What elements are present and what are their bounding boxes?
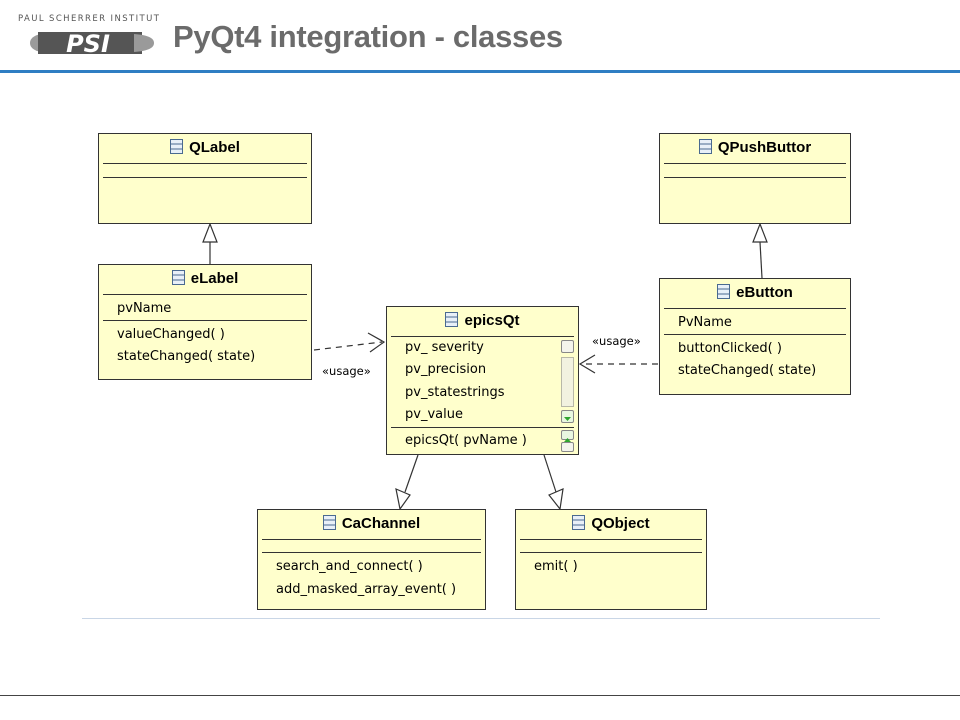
attribute-pv-value: pv_value: [405, 407, 463, 422]
compartment-divider: [664, 163, 846, 164]
class-icon: [572, 515, 586, 530]
class-icon: [717, 284, 731, 299]
operation-statechanged: stateChanged( state): [678, 363, 817, 378]
header-divider: [0, 70, 960, 73]
class-name: QObject: [591, 515, 650, 532]
class-name: eButton: [736, 284, 793, 301]
generalization-arrowhead: [202, 222, 218, 243]
class-name: QLabel: [189, 139, 240, 156]
scroll-up-icon[interactable]: [561, 430, 574, 442]
class-icon: [322, 515, 336, 530]
usage-arrowhead: [367, 332, 386, 353]
attribute-pv-severity: pv_ severity: [405, 340, 484, 355]
class-cachannel[interactable]: CaChannel search_and_connect( ) add_mask…: [257, 509, 486, 610]
operation-statechanged: stateChanged( state): [117, 349, 256, 364]
class-cachannel-header: CaChannel: [258, 510, 485, 538]
class-icon: [445, 312, 459, 327]
class-qlabel[interactable]: QLabel: [98, 133, 312, 224]
class-name: QPushButtor: [717, 139, 812, 156]
operation-search-and-connect: search_and_connect( ): [276, 559, 423, 574]
class-name: eLabel: [190, 270, 239, 287]
compartment-divider: [262, 539, 481, 540]
attribute-pvname: PvName: [678, 315, 732, 330]
chevron-up-icon: [564, 438, 571, 442]
operation-add-masked-array-event: add_masked_array_event( ): [276, 582, 457, 597]
compartment-divider: [103, 177, 307, 178]
usage-elabel-epicsqt: [313, 341, 383, 351]
class-elabel-header: eLabel: [99, 265, 311, 293]
class-epicsqt[interactable]: epicsQt pv_ severity pv_precision pv_sta…: [386, 306, 579, 455]
compartment-divider: [103, 320, 307, 321]
compartment-divider: [664, 334, 846, 335]
class-qpushbutton[interactable]: QPushButtor: [659, 133, 851, 224]
logo-caption: PAUL SCHERRER INSTITUT: [18, 14, 161, 24]
class-qlabel-header: QLabel: [99, 134, 311, 162]
class-ebutton[interactable]: eButton PvName buttonClicked( ) stateCha…: [659, 278, 851, 395]
scroll-up-icon[interactable]: [561, 340, 574, 353]
usage-label-left: «usage»: [322, 364, 371, 378]
generalization-arrowhead: [548, 488, 564, 511]
class-qpushbutton-header: QPushButtor: [660, 134, 850, 162]
psi-logo: PAUL SCHERRER INSTITUT PSI: [18, 14, 161, 60]
footer-divider: [0, 695, 960, 696]
logo-mark-text: PSI: [66, 30, 110, 58]
class-epicsqt-header: epicsQt: [387, 307, 578, 335]
page-title: PyQt4 integration - classes: [173, 19, 563, 54]
attribute-pv-precision: pv_precision: [405, 362, 487, 377]
class-icon: [170, 139, 184, 154]
attribute-pv-statestrings: pv_statestrings: [405, 385, 505, 400]
operation-valuechanged: valueChanged( ): [117, 327, 225, 342]
attribute-pvname: pvName: [117, 301, 172, 316]
scroll-down-icon[interactable]: [561, 442, 574, 452]
class-icon: [698, 139, 712, 154]
generalization-epicsqt-cachannel: [404, 454, 419, 493]
compartment-divider: [520, 552, 702, 553]
scroll-down-icon[interactable]: [561, 410, 574, 423]
attributes-scrollbar[interactable]: [561, 357, 574, 407]
compartment-divider: [103, 163, 307, 164]
compartment-divider: [664, 177, 846, 178]
usage-label-right: «usage»: [592, 334, 641, 348]
psi-logo-mark: PSI: [30, 30, 154, 58]
class-elabel[interactable]: eLabel pvName valueChanged( ) stateChang…: [98, 264, 312, 380]
class-name: CaChannel: [341, 515, 421, 532]
usage-arrowhead: [578, 354, 596, 374]
chevron-down-icon: [564, 417, 571, 421]
compartment-divider: [520, 539, 702, 540]
compartment-divider: [391, 427, 574, 428]
operation-emit: emit( ): [534, 559, 578, 574]
class-qobject-header: QObject: [516, 510, 706, 538]
operation-buttonclicked: buttonClicked( ): [678, 341, 782, 356]
generalization-ebutton-qpushbutton: [759, 241, 763, 279]
class-icon: [171, 270, 185, 285]
generalization-epicsqt-qobject: [543, 454, 557, 493]
generalization-arrowhead: [395, 487, 411, 511]
compartment-divider: [103, 294, 307, 295]
class-qobject[interactable]: QObject emit( ): [515, 509, 707, 610]
class-ebutton-header: eButton: [660, 279, 850, 307]
class-name: epicsQt: [464, 312, 520, 329]
diagram-bottom-divider: [82, 618, 880, 619]
compartment-divider: [262, 552, 481, 553]
operation-epicsqt: epicsQt( pvName ): [405, 433, 527, 448]
generalization-arrowhead: [752, 222, 768, 243]
compartment-divider: [391, 336, 574, 337]
compartment-divider: [664, 308, 846, 309]
